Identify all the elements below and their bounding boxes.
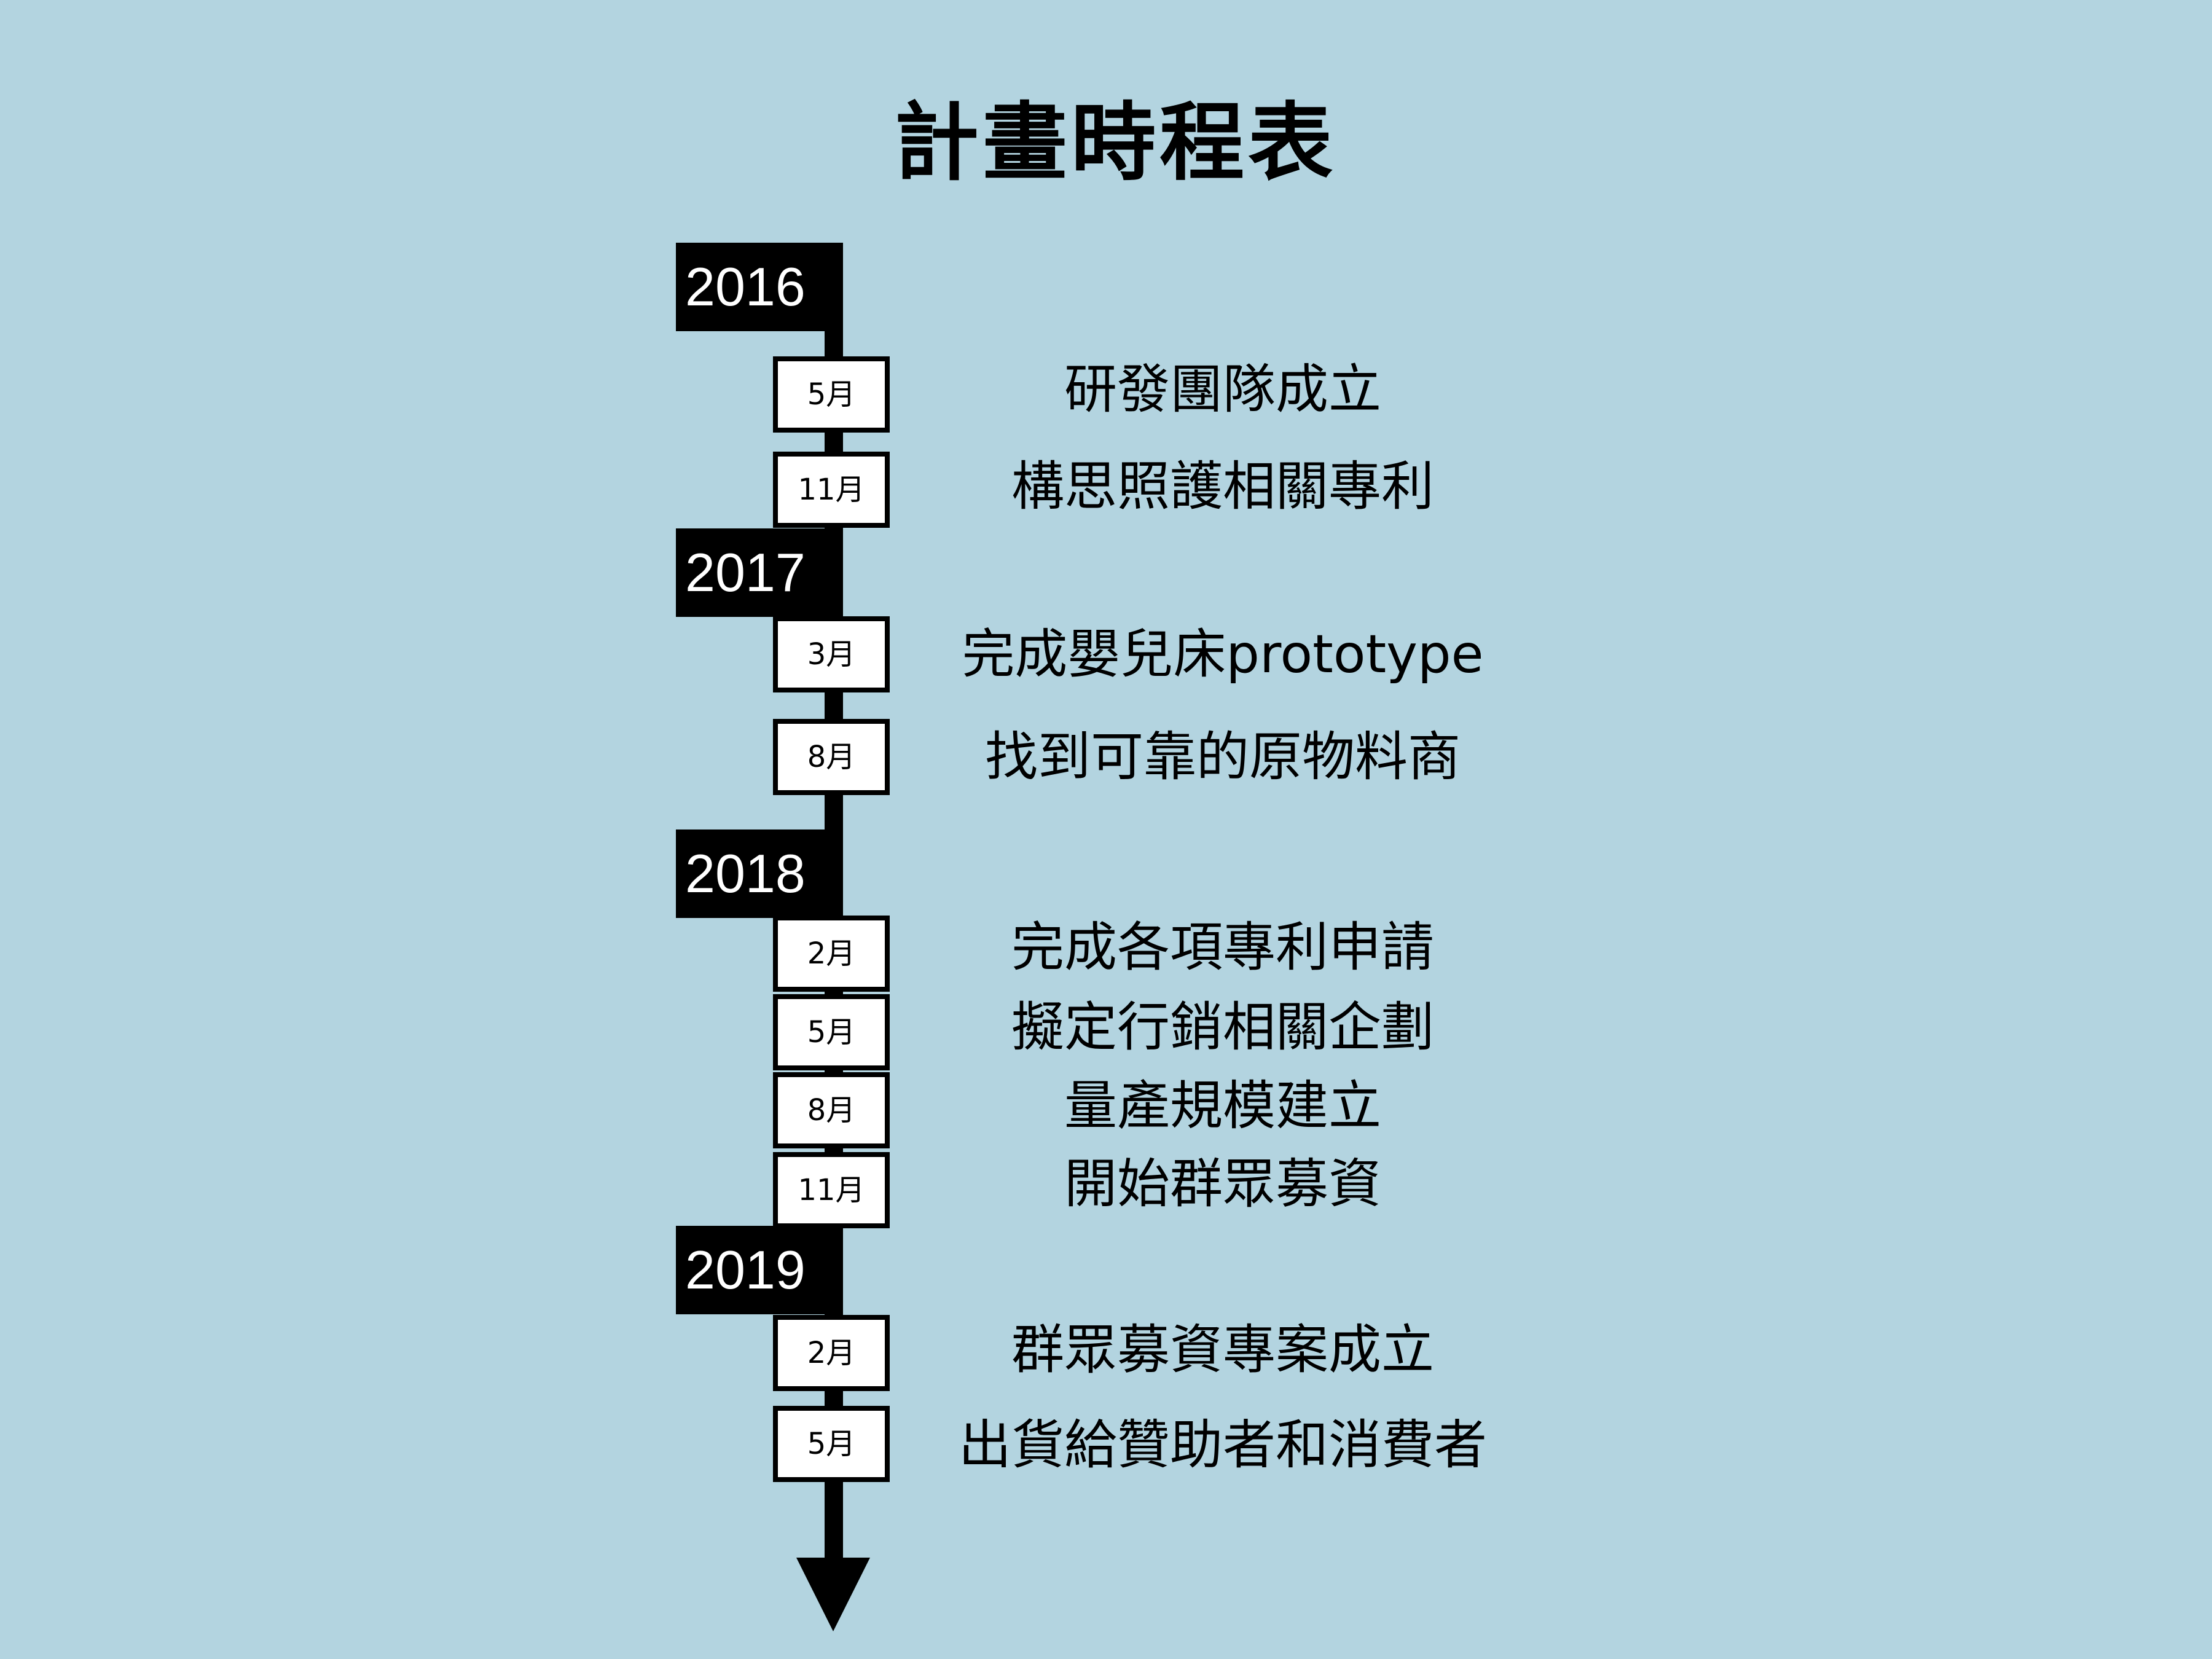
year-marker-2017: 2017 [676,528,842,617]
event-label: 構思照護相關專利 [1011,456,1434,517]
event-label: 出貨給贊助者和消費者 [959,1414,1487,1476]
month-box: 11月 [773,1152,890,1228]
month-box: 8月 [773,719,890,795]
month-box: 2月 [773,916,890,992]
year-marker-2018: 2018 [676,830,842,918]
event-label: 群眾募資專案成立 [1011,1319,1434,1381]
month-box: 8月 [773,1072,890,1148]
month-box: 5月 [773,356,890,433]
event-label: 完成各項專利申請 [1011,917,1434,978]
month-box: 5月 [773,1406,890,1482]
year-marker-2019: 2019 [676,1226,842,1314]
timeline-arrow-head [796,1558,870,1631]
event-label: 完成嬰兒床prototype [962,624,1484,685]
year-marker-2016: 2016 [676,243,842,331]
month-box: 3月 [773,616,890,692]
event-label: 找到可靠的原物料商 [985,726,1461,788]
month-box: 5月 [773,994,890,1070]
event-label: 開始群眾募資 [1064,1153,1381,1215]
page-title: 計畫時程表 [893,93,1336,192]
event-label: 擬定行銷相關企劃 [1011,997,1434,1058]
month-box: 11月 [773,452,890,528]
event-label: 量產規模建立 [1064,1075,1381,1137]
event-label: 研發團隊成立 [1064,359,1381,420]
month-box: 2月 [773,1315,890,1391]
